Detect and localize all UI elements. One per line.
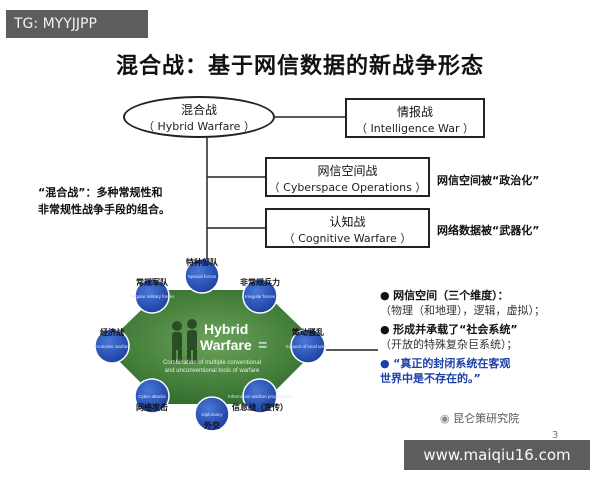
graphic-title-2: Warfare [200,337,252,353]
intelligence-war-zh: 情报战 [396,105,433,119]
bullet-item-3: ● “真正的封闭系统在客观 [380,356,570,371]
capability-circle: Special forces 特种部队 [184,257,220,294]
bullet-3-line-2: 世界中是不存在的。” [380,372,481,385]
watermark-label-top: TG: MYYJJPP [6,10,148,38]
page-number: 3 [552,430,559,441]
capability-circle-shape [184,258,220,294]
capability-en-label: Economic warfare [94,344,131,349]
capability-circle-shape [134,378,170,414]
bullet-mark-2: ● [380,323,390,336]
cyber-side-label: 网信空间被“政治化” [437,174,540,187]
cyberspace-operations-en: （ Cyberspace Operations ） [268,181,427,194]
cognitive-warfare-zh: 认知战 [329,215,366,229]
bullet-2-sub: （开放的特殊复杂巨系统）； [380,338,518,351]
bullet-1-title: 网信空间（三个维度）： [393,289,509,302]
capability-circle-shape [94,328,130,364]
bullet-1-sub: （物理（和地理），逻辑，虚拟）； [380,304,545,317]
capability-zh-label: 策动骚乱 [292,327,324,337]
slide-title: 混合战：基于网信数据的新战争形态 [115,54,484,79]
bullet-item-2: ● 形成并承载了“社会系统” [380,322,570,337]
capability-zh-label: 外交 [204,420,220,430]
capability-circle: Cyber attacks 网络攻击 [134,378,170,414]
capability-zh-label: 经济战 [100,327,124,337]
watermark-label-bottom: www.maiqiu16.com [404,440,590,470]
hybrid-warfare-node: 混合战 （ Hybrid Warfare ） [123,96,275,138]
wechat-source: ◉ 昆仑策研究院 [440,410,519,426]
capability-en-label: Special forces [188,274,217,279]
cyberspace-operations-zh: 网信空间战 [317,164,378,178]
hybrid-warfare-zh: 混合战 [180,103,217,117]
capability-en-label: Information warfare propaganda [228,394,293,399]
hybrid-warfare-en: （ Hybrid Warfare ） [143,120,255,133]
bullet-2-title: 形成并承载了“社会系统” [393,323,518,336]
capability-en-label: Irregular forces [245,294,276,299]
soldier-icon [172,319,197,363]
intelligence-war-en: （ Intelligence War ） [356,122,474,135]
wechat-icon: ◉ [440,412,450,425]
capability-en-label: Diplomacy [201,412,223,417]
bullet-item-1: ● 网信空间（三个维度）： [380,288,570,303]
capability-circle: Information warfare propaganda 信息战（宣传） [228,378,293,414]
capability-zh-label: 信息战（宣传） [232,402,288,412]
cyberspace-operations-node: 网信空间战 （ Cyberspace Operations ） [265,157,430,197]
graphic-sub-2: and unconventional tools of warfare [165,368,260,374]
cognitive-side-label: 网络数据被“武器化” [437,224,540,237]
capability-zh-label: 常规军队 [136,277,169,287]
capability-en-label: Regular military forces [130,294,176,299]
hybrid-warfare-graphic: Hybrid Warfare = Combination of multiple… [94,257,331,432]
capability-zh-label: 特种部队 [186,257,219,267]
capability-circle-shape [134,278,170,314]
graphic-title-1: Hybrid [204,321,248,337]
note-line-2: 非常规性战争手段的组合。 [38,203,170,216]
capability-circle-shape [194,396,230,432]
bullet-mark-3: ● [380,357,390,370]
capability-circle: Irregular forces 非常规兵力 [240,277,280,314]
intelligence-war-node: 情报战 （ Intelligence War ） [345,98,485,138]
capability-zh-label: 非常规兵力 [240,277,280,287]
wechat-name: 昆仑策研究院 [453,412,520,425]
capability-circle: Regular military forces 常规军队 [130,277,176,314]
bullet-3-line-1: “真正的封闭系统在客观 [393,357,511,370]
graphic-sub-1: Combination of multiple conventional [163,360,261,366]
capability-zh-label: 网络攻击 [136,402,168,412]
graphic-circles: Special forces 特种部队 Irregular forces 非常规兵力 S… [94,257,331,432]
bullet-mark-1: ● [380,289,390,302]
capability-en-label: Cyber attacks [138,394,166,399]
capability-circle: Diplomacy 外交 [194,396,230,432]
octagon-shape [104,290,320,404]
capability-circle-shape [290,328,326,364]
bullet-list: ● 网信空间（三个维度）： （物理（和地理），逻辑，虚拟）； ● 形成并承载了“… [380,288,570,386]
capability-en-label: Support of local unrest [285,344,331,349]
cognitive-warfare-en: （ Cognitive Warfare ） [283,232,412,245]
capability-circle-shape [242,378,278,414]
capability-circle-shape [242,278,278,314]
hybrid-definition-note: “混合战”：多种常规性和 非常规性战争手段的组合。 [38,184,170,218]
cognitive-warfare-node: 认知战 （ Cognitive Warfare ） [265,208,430,248]
graphic-equals: = [258,337,267,354]
capability-circle: Support of local unrest 策动骚乱 [285,327,331,364]
note-line-1: “混合战”：多种常规性和 [38,186,163,199]
capability-circle: Economic warfare 经济战 [94,327,131,364]
